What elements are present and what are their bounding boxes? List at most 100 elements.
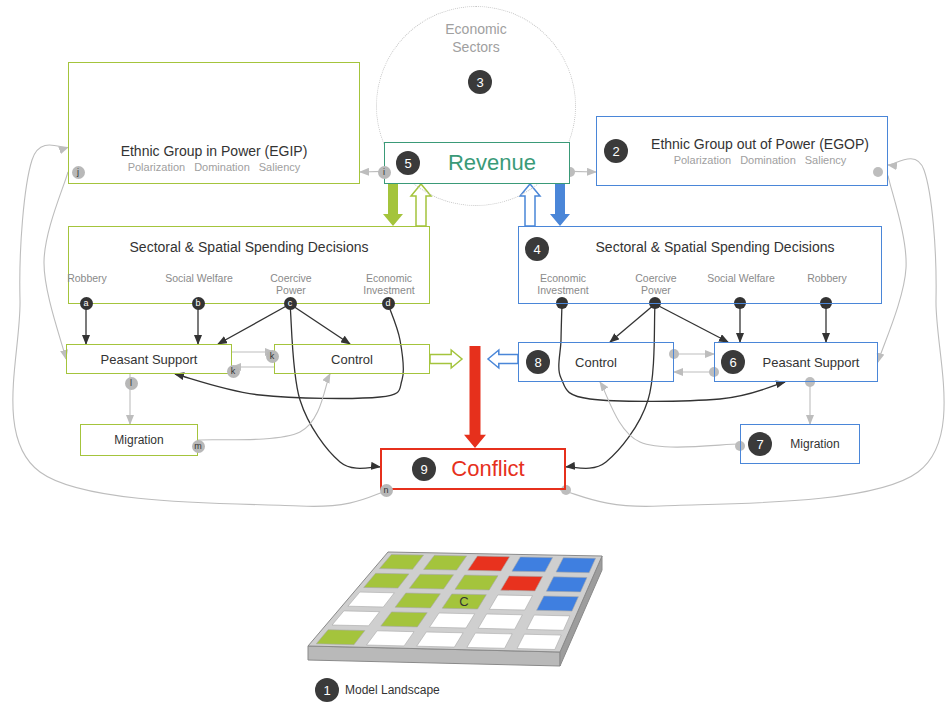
block-arrow (430, 350, 462, 368)
connector (520, 184, 540, 226)
connector (198, 374, 330, 440)
connector (411, 184, 431, 226)
spending-box: Sectoral & Spatial Spending DecisionsEco… (518, 226, 882, 304)
connector (13, 145, 390, 506)
node-text: Migration (114, 433, 163, 447)
node-text: Peasant Support (763, 355, 860, 370)
connector-line (290, 304, 350, 344)
connector (740, 304, 741, 342)
grid-cell (442, 594, 486, 609)
grid-cell (381, 612, 427, 627)
node-text: Polarization (674, 154, 731, 166)
connector (878, 176, 906, 363)
connector (560, 159, 944, 507)
grid-cell (316, 630, 365, 645)
port-letter: a (80, 297, 93, 310)
connector-line (566, 304, 655, 468)
attribute-row: Polarization Domination Saliency (128, 161, 301, 173)
callout-number: 3 (468, 70, 492, 94)
block-arrow (550, 184, 570, 226)
node-text: Control (575, 355, 617, 370)
connector-line (739, 304, 740, 342)
port-letter: c (284, 297, 297, 310)
block-arrow (488, 350, 518, 368)
connector-line (44, 172, 68, 359)
callout-number: 6 (721, 350, 745, 374)
grid-cell (455, 575, 498, 590)
connector (600, 382, 740, 447)
connector-line (610, 304, 655, 342)
port-dots (561, 167, 883, 495)
node-text: Social Welfare (159, 272, 239, 284)
node-text: Robbery (57, 272, 117, 284)
block-arrow (464, 346, 486, 448)
connector (86, 304, 87, 344)
node-text: Saliency (805, 154, 847, 166)
grid-cell (430, 613, 475, 628)
grid-cell (348, 592, 394, 607)
node-text: Revenue (448, 150, 536, 176)
connector (559, 304, 785, 401)
connector (175, 304, 403, 398)
group-box: Ethnic Group in Power (EGIP)Polarization… (68, 62, 360, 184)
grid-cell (395, 593, 440, 608)
node-text: Domination (194, 161, 250, 173)
group-box: Ethnic Group out of Power (EGOP)Polariza… (596, 116, 888, 186)
node-text: Peasant Support (101, 352, 198, 367)
connector-line (559, 304, 785, 401)
node-text: Saliency (259, 161, 301, 173)
connector-line (198, 374, 330, 440)
connector-line (570, 171, 596, 173)
grid-cell (501, 576, 543, 591)
grid-cell (364, 573, 409, 588)
port-letter: j (72, 166, 85, 179)
process-box: Peasant Support (66, 344, 232, 374)
grid-cell (380, 555, 424, 570)
connector-line (674, 353, 714, 354)
connector-line (878, 176, 906, 363)
port-letter: l (125, 377, 138, 390)
connector (566, 304, 655, 468)
node-text: Robbery (797, 272, 857, 284)
grid-cell (424, 555, 467, 570)
grid-cell (527, 615, 570, 630)
callout-number: 9 (412, 457, 436, 481)
connector (826, 304, 827, 342)
port-letter: k (266, 350, 279, 363)
node-text: Economic Investment (525, 272, 601, 296)
process-box: Control (274, 344, 430, 374)
node-text: Polarization (128, 161, 185, 173)
connector (488, 350, 518, 368)
connector-line (655, 304, 728, 342)
node-text: Migration (790, 437, 839, 451)
conflict-box: Conflict (380, 448, 566, 490)
cell-label: C (459, 594, 468, 609)
connector-line (674, 371, 714, 372)
callout-number: 4 (525, 237, 549, 261)
port-letter: n (380, 484, 393, 497)
port-letter: m (192, 440, 205, 453)
port-letter: k (227, 365, 240, 378)
grid-cell (537, 596, 579, 611)
grid-cell (489, 595, 532, 610)
node-text: Domination (740, 154, 796, 166)
connector-line (809, 382, 810, 424)
grid-cell (468, 556, 510, 571)
connector-line (85, 304, 86, 344)
connector-line (560, 159, 944, 507)
slab-top (308, 552, 602, 652)
port-letter: i (378, 166, 391, 179)
node-text: Social Welfare (701, 272, 781, 284)
port-letter: b (192, 297, 205, 310)
connector-line (197, 304, 198, 344)
spending-box: Sectoral & Spatial Spending DecisionsRob… (68, 226, 430, 304)
connector (570, 171, 596, 173)
connector (550, 184, 570, 226)
connector (198, 304, 199, 344)
grid-cell (546, 577, 587, 592)
grid-cell (409, 574, 453, 589)
node-text: Coercive Power (261, 272, 321, 296)
connector (810, 382, 811, 424)
grid-cell (478, 614, 522, 629)
